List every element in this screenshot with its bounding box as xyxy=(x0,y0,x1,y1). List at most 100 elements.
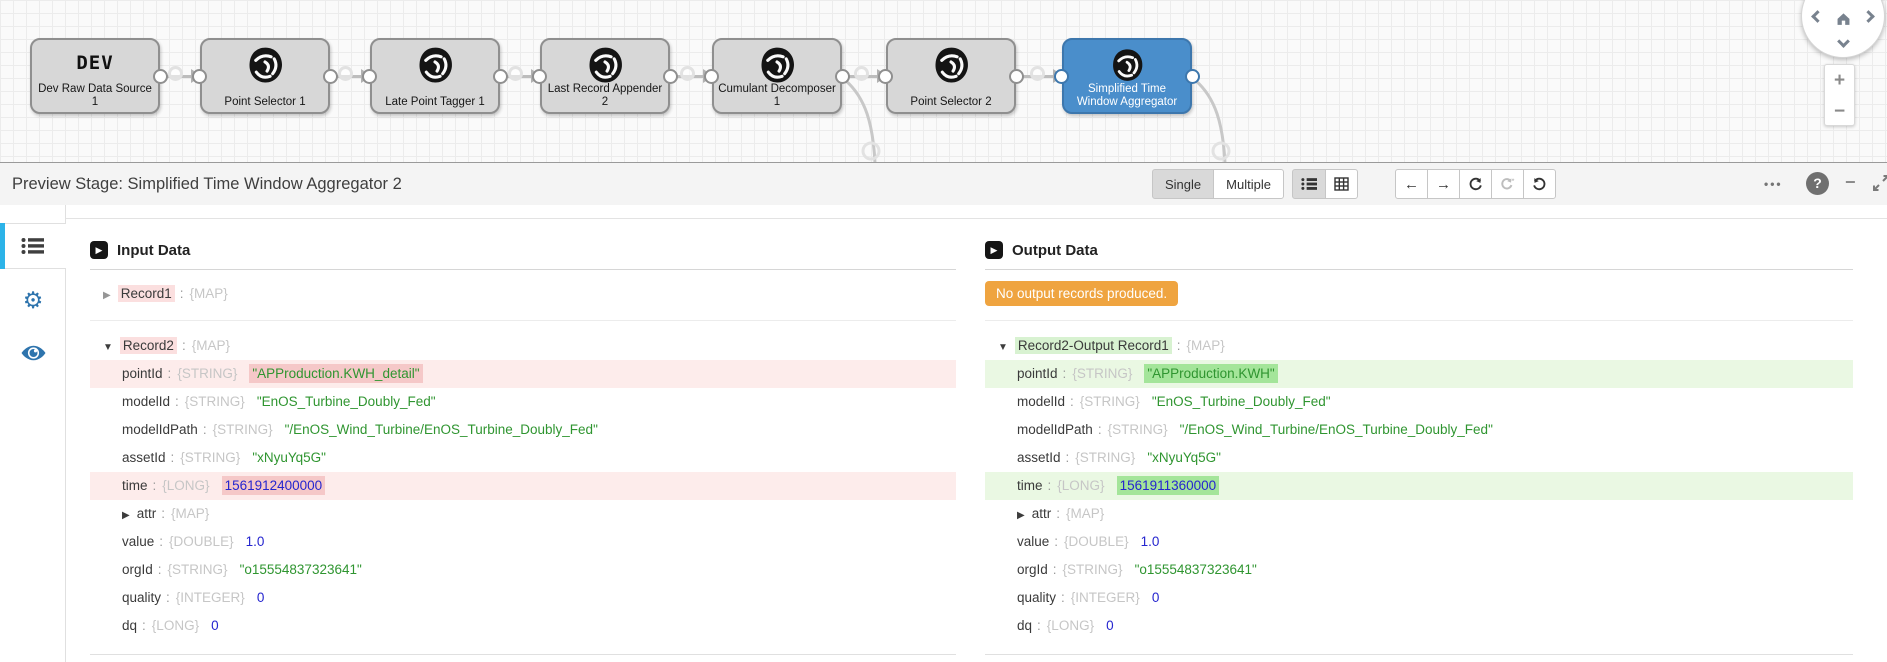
output-port[interactable] xyxy=(835,69,850,84)
pan-left-icon[interactable] xyxy=(1811,10,1824,23)
preview-content: ⚙ ▶ Input Data ▶Record1{MAP} ▼Record2{MA… xyxy=(0,205,1887,662)
play-square-icon: ▶ xyxy=(90,241,108,259)
output-port[interactable] xyxy=(493,69,508,84)
node-point-selector-1[interactable]: Point Selector 1 xyxy=(192,38,338,114)
field-row-time: time{LONG}1561912400000 xyxy=(90,472,956,500)
expand-panel-button[interactable] xyxy=(1872,174,1887,197)
output-record-row: ▼Record2-Output Record1{MAP} xyxy=(985,331,1853,360)
field-row-orgid: orgId{STRING}"o15554837323641" xyxy=(985,556,1853,584)
field-value: 1.0 xyxy=(245,534,265,549)
field-type: {STRING} xyxy=(1107,422,1168,437)
output-port[interactable] xyxy=(1009,69,1024,84)
sidebar-stage-config-button[interactable]: ⚙ xyxy=(22,287,44,313)
eye-icon xyxy=(21,345,45,361)
collapsed-toggle-icon[interactable]: ▶ xyxy=(103,290,111,301)
refresh-new-data-button[interactable]: * xyxy=(1491,169,1524,199)
table-view-button[interactable] xyxy=(1325,169,1358,199)
next-stage-button[interactable]: → xyxy=(1427,169,1460,199)
zoom-out-button[interactable]: − xyxy=(1833,101,1846,122)
pipeline-canvas[interactable]: DEV Dev Raw Data Source 1 Point Selector… xyxy=(0,0,1887,163)
field-row-orgid: orgId{STRING}"o15554837323641" xyxy=(90,556,956,584)
output-port[interactable] xyxy=(153,69,168,84)
monitor-gauge-icon xyxy=(680,66,695,81)
more-options-button[interactable]: ••• xyxy=(1764,177,1783,191)
node-dev-raw-data-source-1[interactable]: DEV Dev Raw Data Source 1 xyxy=(30,38,168,114)
input-data-header: ▶ Input Data xyxy=(90,239,956,261)
multiple-mode-button[interactable]: Multiple xyxy=(1213,169,1284,199)
output-port[interactable] xyxy=(1185,69,1200,84)
colon xyxy=(142,618,146,633)
field-value: "APProduction.KWH_detail" xyxy=(249,364,423,383)
field-type: {LONG} xyxy=(162,478,210,493)
input-port[interactable] xyxy=(704,69,719,84)
field-value: "APProduction.KWH" xyxy=(1144,364,1278,383)
output-port[interactable] xyxy=(663,69,678,84)
stage-swirl-icon xyxy=(714,43,840,87)
minimize-panel-button[interactable]: − xyxy=(1845,172,1856,192)
node-point-selector-2[interactable]: Point Selector 2 xyxy=(878,38,1024,114)
list-view-button[interactable] xyxy=(1292,169,1326,199)
collapsed-toggle-icon[interactable]: ▶ xyxy=(1017,510,1025,521)
header-underline xyxy=(90,269,956,270)
field-name: modelId xyxy=(1017,394,1066,409)
input-data-panel: ▶ Input Data ▶Record1{MAP} ▼Record2{MAP}… xyxy=(90,239,956,655)
field-row-assetid: assetId{STRING}"xNyuYq5G" xyxy=(985,444,1853,472)
field-type: {STRING} xyxy=(1072,366,1133,381)
field-type: {STRING} xyxy=(184,394,245,409)
revert-changes-button[interactable] xyxy=(1523,169,1556,199)
field-row-modelidpath: modelIdPath{STRING}"/EnOS_Wind_Turbine/E… xyxy=(90,416,956,444)
field-value: "EnOS_Turbine_Doubly_Fed" xyxy=(256,394,436,409)
expanded-toggle-icon[interactable]: ▼ xyxy=(998,342,1008,353)
field-name: dq xyxy=(122,618,138,633)
expanded-toggle-icon[interactable]: ▼ xyxy=(103,342,113,353)
active-tab-accent xyxy=(0,223,5,269)
input-port[interactable] xyxy=(362,69,377,84)
record-mode-toggle: Single Multiple xyxy=(1152,169,1284,199)
field-type: {INTEGER} xyxy=(175,590,245,605)
monitor-gauge-icon xyxy=(508,66,523,81)
field-type: {DOUBLE} xyxy=(169,534,234,549)
colon xyxy=(180,286,184,301)
field-type: {MAP} xyxy=(1065,506,1105,521)
field-row-quality: quality{INTEGER}0 xyxy=(985,584,1853,612)
help-button[interactable]: ? xyxy=(1806,172,1829,195)
record-type: {MAP} xyxy=(189,286,228,301)
input-port[interactable] xyxy=(192,69,207,84)
previous-stage-button[interactable]: ← xyxy=(1395,169,1428,199)
view-mode-toggle xyxy=(1292,169,1358,199)
pan-right-icon[interactable] xyxy=(1862,10,1875,23)
table-view-icon xyxy=(1334,177,1349,191)
node-simplified-time-window-aggregator[interactable]: Simplified Time Window Aggregator xyxy=(1054,38,1200,114)
node-last-record-appender-2[interactable]: Last Record Appender 2 xyxy=(532,38,678,114)
field-type: {LONG} xyxy=(151,618,200,633)
record-name: Record2-Output Record1 xyxy=(1014,337,1172,354)
colon xyxy=(1048,478,1052,493)
home-icon[interactable] xyxy=(1835,11,1852,31)
colon xyxy=(153,478,157,493)
colon xyxy=(1061,590,1065,605)
sidebar-tab-records[interactable] xyxy=(0,223,66,269)
no-output-row: No output records produced. xyxy=(985,279,1853,308)
field-name: orgId xyxy=(1017,562,1048,577)
node-late-point-tagger-1[interactable]: Late Point Tagger 1 xyxy=(362,38,508,114)
no-output-badge: No output records produced. xyxy=(985,281,1179,306)
preview-stage-title: Preview Stage: Simplified Time Window Ag… xyxy=(12,175,402,193)
sidebar-preview-settings-button[interactable] xyxy=(0,345,66,366)
field-name: attr xyxy=(136,506,157,521)
colon xyxy=(1056,506,1060,521)
svg-text:*: * xyxy=(1512,178,1515,185)
field-value: "xNyuYq5G" xyxy=(1147,450,1221,465)
input-port[interactable] xyxy=(878,69,893,84)
collapsed-toggle-icon[interactable]: ▶ xyxy=(122,510,130,521)
output-port[interactable] xyxy=(323,69,338,84)
pan-down-icon[interactable] xyxy=(1837,35,1850,48)
zoom-in-button[interactable]: + xyxy=(1833,70,1846,91)
field-name: assetId xyxy=(122,450,166,465)
input-port[interactable] xyxy=(1054,69,1069,84)
node-cumulant-decomposer-1[interactable]: Cumulant Decomposer 1 xyxy=(704,38,850,114)
revert-icon xyxy=(1533,177,1546,190)
input-port[interactable] xyxy=(532,69,547,84)
single-mode-button[interactable]: Single xyxy=(1152,169,1215,199)
refresh-preview-button[interactable] xyxy=(1459,169,1492,199)
canvas-zoom-control[interactable]: + − xyxy=(1824,64,1855,126)
